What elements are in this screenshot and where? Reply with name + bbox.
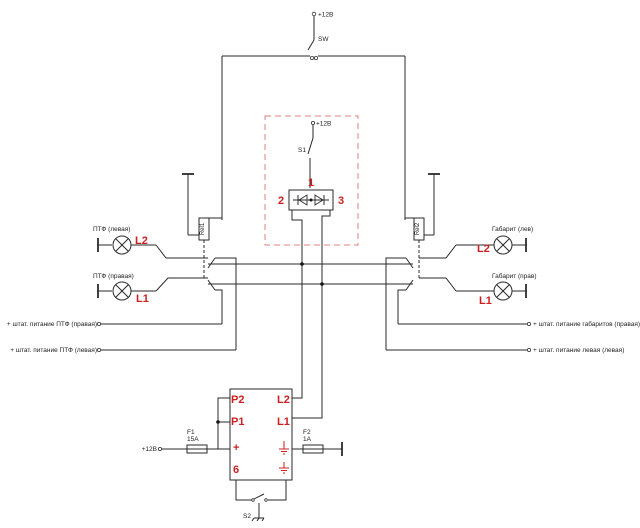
supply-ptf-right-label: + штат. питание ПТФ (правая) <box>7 321 97 328</box>
lamp-gab-right-icon <box>493 281 513 301</box>
diode-pin-1: 1 <box>308 177 314 189</box>
lamp-ptf-left-l2: L2 <box>135 235 148 247</box>
lamp-ptf-right-l1: L1 <box>136 293 149 305</box>
module-p2: P2 <box>231 394 244 406</box>
supply-label-top: +12В <box>318 12 333 19</box>
module-six: 6 <box>233 464 239 476</box>
f1-supply-terminal <box>157 446 162 451</box>
s1-supply-label: +12В <box>316 121 331 128</box>
module-ground-icon-1 <box>279 441 289 455</box>
supply-terminal-top <box>311 11 317 17</box>
lamp-gab-left-l2: L2 <box>477 243 490 255</box>
supply-gab-label: + штат. питание габаритов (правая) <box>533 320 640 328</box>
sw-label: SW <box>318 36 329 43</box>
module-l1: L1 <box>277 416 290 428</box>
diode-left-icon <box>298 194 308 206</box>
diode-pin-3: 3 <box>338 195 344 207</box>
lamp-ptf-right-label: ПТФ (правая) <box>93 273 134 280</box>
sw-contact-left <box>309 56 314 61</box>
s1-label: S1 <box>298 147 306 154</box>
lamp-gab-right-label: Габарит (прав) <box>492 272 537 280</box>
fuse-f1-name: F1 <box>187 429 195 436</box>
s1-supply-terminal <box>310 121 315 126</box>
lamp-ptf-right-icon <box>112 281 132 301</box>
diode-pin-2: 2 <box>278 195 284 207</box>
supply-left-label: + штат. питание левая (левая) <box>533 347 624 354</box>
fuse-f2-rating: 1A <box>303 436 312 443</box>
lamp-gab-left-icon <box>493 235 513 255</box>
supply-ptf-left-label: + штат. питание ПТФ (левая) <box>10 347 97 354</box>
module-ground-icon-2 <box>279 462 289 474</box>
s2-ground-icon <box>251 513 265 522</box>
diode-right-icon <box>314 194 324 206</box>
f1-supply-label: +12В <box>142 446 157 453</box>
fuse-f1-rating: 15A <box>187 436 199 443</box>
lamp-ptf-left-icon <box>112 235 132 255</box>
fuse-f2-name: F2 <box>303 429 311 436</box>
control-module <box>229 388 293 481</box>
module-plus: + <box>233 442 239 454</box>
relay-right-label: Rel2 <box>415 222 421 235</box>
lamp-gab-right-l1: L1 <box>479 295 492 307</box>
lamp-ptf-left-label: ПТФ (левая) <box>93 226 130 233</box>
sw-contact-right <box>313 56 318 61</box>
lamp-gab-left-label: Габарит (лев) <box>492 225 533 233</box>
module-p1: P1 <box>231 416 244 428</box>
relay-left-label: Rel1 <box>200 222 206 235</box>
module-l2: L2 <box>277 394 290 406</box>
s2-label: S2 <box>243 513 251 520</box>
